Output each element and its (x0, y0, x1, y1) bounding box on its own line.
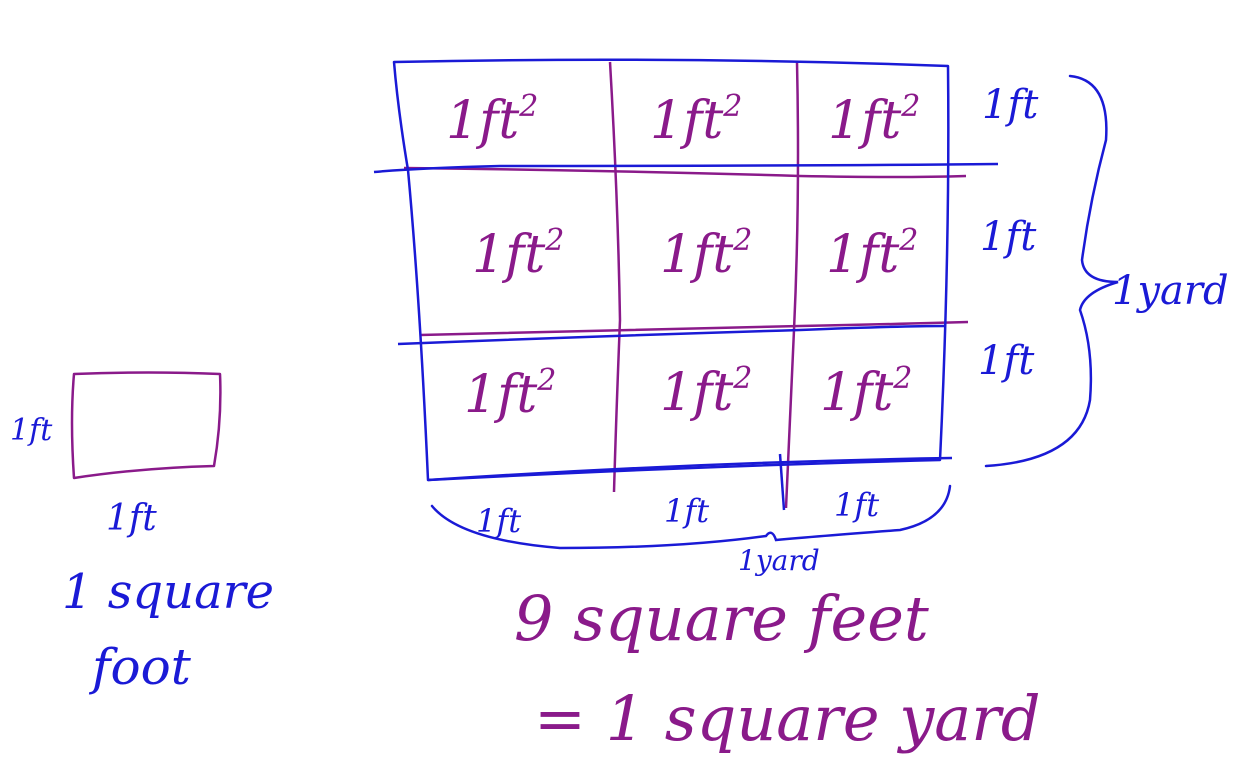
grid-blue-bottom-line (427, 456, 953, 482)
small-square-group: 1ft 1ft 1 square foot (10, 371, 274, 696)
yard-grid-group: 1ft2 1ft2 1ft2 1ft2 1ft2 1ft2 1ft2 1ft2 … (373, 58, 1229, 577)
small-square-caption-line2: foot (88, 638, 192, 696)
conclusion-line-1: 9 square feet (514, 582, 929, 655)
grid-cell-label: 1ft2 (472, 223, 564, 285)
grid-outer-boundary (392, 58, 950, 482)
grid-blue-horizontal-line (397, 324, 945, 346)
bottom-yard-brace (430, 484, 952, 550)
grid-cell-label: 1ft2 (828, 89, 920, 151)
grid-inner-horizontal-line (419, 320, 969, 337)
small-square-bottom-label: 1ft (106, 498, 157, 539)
grid-cell-label: 1ft2 (660, 223, 752, 285)
grid-cell-label: 1ft2 (826, 223, 918, 285)
grid-inner-vertical-line (608, 61, 622, 493)
grid-cell-label: 1ft2 (650, 89, 742, 151)
grid-bottom-label: 1ft (476, 502, 521, 540)
grid-inner-horizontal-line (403, 166, 967, 179)
small-square-caption-line1: 1 square (62, 564, 274, 620)
right-yard-brace (984, 74, 1119, 468)
grid-blue-tick (778, 453, 786, 511)
small-square-shape (70, 371, 222, 480)
grid-cell-label: 1ft2 (464, 363, 556, 425)
grid-right-label: 1ft (980, 214, 1037, 260)
grid-cell-label: 1ft2 (660, 361, 752, 423)
grid-blue-horizontal-line (373, 162, 999, 174)
grid-inner-vertical-line (784, 61, 800, 509)
bottom-yard-label: 1yard (738, 544, 820, 577)
grid-cell-label: 1ft2 (446, 89, 538, 151)
conclusion-line-2: = 1 square yard (534, 682, 1041, 755)
grid-cell-label: 1ft2 (820, 361, 912, 423)
grid-right-label: 1ft (982, 82, 1039, 128)
small-square-left-label: 1ft (10, 413, 53, 448)
grid-bottom-label: 1ft (834, 486, 879, 524)
grid-bottom-label: 1ft (664, 492, 709, 530)
grid-right-label: 1ft (978, 338, 1035, 384)
right-yard-label: 1yard (1112, 268, 1229, 314)
